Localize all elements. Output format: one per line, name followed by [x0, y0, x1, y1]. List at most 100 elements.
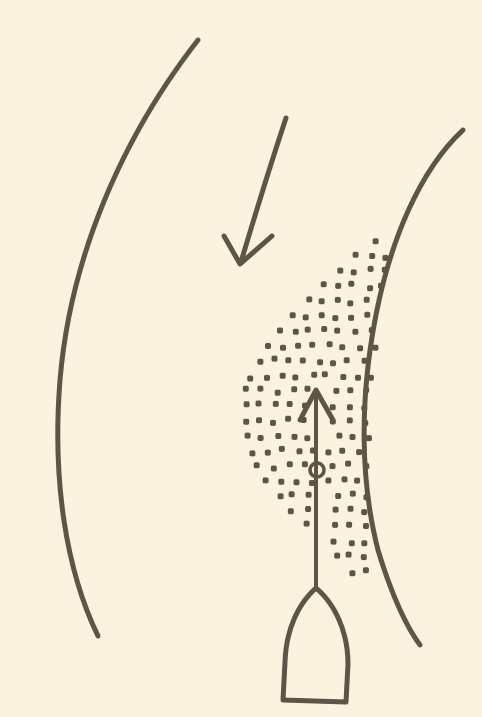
right-bank	[364, 130, 463, 645]
stipple-dot	[347, 300, 353, 306]
stipple-dot	[353, 252, 359, 258]
stipple-dot	[333, 507, 339, 513]
stipple-dot	[288, 508, 294, 514]
stipple-dot	[355, 375, 361, 381]
stipple-dot	[275, 433, 281, 439]
stipple-dot	[309, 342, 315, 348]
stipple-dot	[257, 359, 263, 365]
stipple-dot	[335, 297, 341, 303]
stipple-dot	[285, 357, 291, 363]
stipple-dot	[305, 327, 311, 333]
stipple-dot	[306, 296, 312, 302]
stipple-dot	[294, 479, 300, 485]
stipple-dot	[297, 448, 303, 454]
stipple-dot	[349, 540, 355, 546]
stipple-dot	[277, 328, 283, 334]
stipple-dot	[349, 570, 355, 576]
stipple-dot	[361, 405, 367, 411]
stipple-dot	[378, 283, 384, 289]
stipple-dot	[264, 375, 270, 381]
stipple-dot	[361, 540, 367, 546]
boat	[283, 588, 348, 702]
stipple-dot	[290, 312, 296, 318]
stipple-dot	[270, 420, 276, 426]
stipple-dot	[243, 419, 249, 425]
left-bank	[58, 40, 198, 636]
stipple-dot	[342, 476, 348, 482]
stipple-dot	[368, 266, 374, 272]
stipple-dot	[258, 435, 264, 441]
stipple-dot	[285, 416, 291, 422]
stipple-dot	[363, 463, 369, 469]
stipple-dot	[382, 267, 388, 273]
stipple-dot	[292, 375, 298, 381]
stipple-dot	[256, 417, 262, 423]
stipple-dot	[311, 372, 317, 378]
stipple-dot	[265, 343, 271, 349]
stipple-dot	[325, 478, 331, 484]
stipple-dot	[306, 492, 312, 498]
stipple-dot	[366, 435, 372, 441]
stipple-dot	[369, 327, 375, 333]
stipple-dot	[257, 386, 263, 392]
stipple-dot	[263, 477, 269, 483]
stipple-dot	[339, 344, 345, 350]
stipple-dot	[369, 253, 375, 259]
stipple-dot	[347, 417, 353, 423]
stipple-dot	[347, 387, 353, 393]
current-arrow	[224, 118, 286, 264]
stipple-dot	[335, 283, 341, 289]
stipple-dot	[247, 376, 253, 382]
stipple-dot	[354, 478, 360, 484]
stipple-dot	[273, 401, 279, 407]
stipple-dot	[332, 315, 338, 321]
stipple-dot	[330, 404, 336, 410]
stipple-dot	[302, 461, 308, 467]
stipple-dot	[363, 494, 369, 500]
stipple-dot	[336, 433, 342, 439]
stipple-dot	[280, 373, 286, 379]
stipple-dot	[382, 255, 388, 261]
stipple-dot	[337, 268, 343, 274]
stipple-dot	[256, 401, 262, 407]
stipple-dot	[357, 345, 363, 351]
stipple-dot	[287, 401, 293, 407]
stipple-dot	[295, 343, 301, 349]
stipple-dot	[348, 281, 354, 287]
stipple-dot	[265, 450, 271, 456]
stipple-dot	[362, 420, 368, 426]
stipple-dot	[292, 434, 298, 440]
stipple-dot	[356, 449, 362, 455]
stipple-dot	[364, 312, 370, 318]
stipple-dot	[319, 298, 325, 304]
stipple-dot	[278, 493, 284, 499]
stipple-dot	[363, 387, 369, 393]
stipple-dot	[272, 356, 278, 362]
stipple-dot	[293, 329, 299, 335]
stipple-dot	[275, 390, 281, 396]
stipple-dot	[325, 449, 331, 455]
stipple-dot	[361, 554, 367, 560]
stipple-dot	[348, 315, 354, 321]
stipple-dot	[278, 479, 284, 485]
stipple-dot	[362, 358, 368, 364]
stipple-dot	[335, 493, 341, 499]
stipple-dot	[321, 326, 327, 332]
stipple-dot	[317, 359, 323, 365]
stipple-dot	[361, 509, 367, 515]
stipple-dot	[304, 435, 310, 441]
stipple-dot	[350, 491, 356, 497]
stipple-dot	[350, 434, 356, 440]
stipple-dot	[368, 375, 374, 381]
stipple-dot	[346, 522, 352, 528]
stipple-dot	[348, 506, 354, 512]
stipple-dot	[280, 345, 286, 351]
stipple-dot	[271, 466, 277, 472]
stipple-dot	[351, 269, 357, 275]
stipple-dot	[363, 523, 369, 529]
stipple-dot	[327, 341, 333, 347]
stipple-dot	[346, 552, 352, 558]
stipple-dot	[332, 522, 338, 528]
stipple-dot	[245, 433, 251, 439]
